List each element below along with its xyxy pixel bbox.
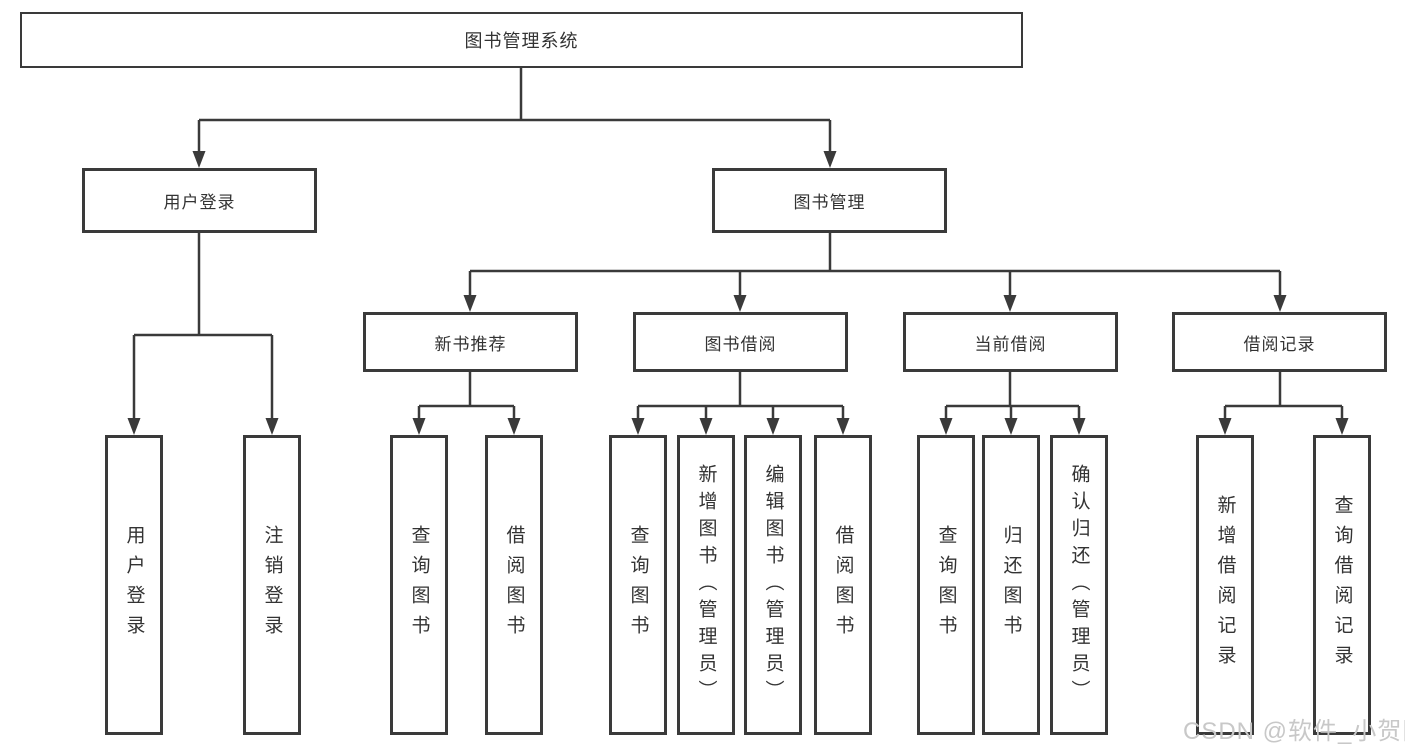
leaf-query-books-label: 查询图书 — [627, 525, 649, 645]
node-leaf-query-books-recommend: 查询图书 — [390, 435, 448, 735]
node-root-label: 图书管理系统 — [464, 31, 579, 51]
node-leaf-borrow-books-borrowing: 借阅图书 — [814, 435, 872, 735]
node-book-management: 图书管理 — [712, 168, 947, 233]
leaf-logout-label: 注销登录 — [261, 525, 283, 645]
node-leaf-query-borrow-record: 查询借阅记录 — [1313, 435, 1371, 735]
node-borrowing-records: 借阅记录 — [1172, 312, 1387, 372]
leaf-edit-books-label: 编辑图书（管理员） — [762, 463, 784, 707]
leaf-query-books-label: 查询图书 — [408, 525, 430, 645]
leaf-borrow-books-label: 借阅图书 — [832, 525, 854, 645]
node-leaf-user-login: 用户登录 — [105, 435, 163, 735]
leaf-return-books-label: 归还图书 — [1000, 525, 1022, 645]
node-leaf-return-books: 归还图书 — [982, 435, 1040, 735]
node-leaf-add-borrow-record: 新增借阅记录 — [1196, 435, 1254, 735]
node-current-borrowing-label: 当前借阅 — [974, 334, 1047, 354]
node-leaf-query-books-current: 查询图书 — [917, 435, 975, 735]
node-new-book-recommend: 新书推荐 — [363, 312, 578, 372]
node-user-login-label: 用户登录 — [163, 193, 236, 212]
node-book-management-label: 图书管理 — [793, 193, 866, 212]
node-leaf-logout: 注销登录 — [243, 435, 301, 735]
leaf-add-borrow-record-label: 新增借阅记录 — [1214, 495, 1236, 675]
leaf-user-login-label: 用户登录 — [123, 525, 145, 645]
node-leaf-add-books-admin: 新增图书（管理员） — [677, 435, 735, 735]
node-book-borrowing-label: 图书借阅 — [704, 334, 777, 354]
node-user-login: 用户登录 — [82, 168, 317, 233]
node-new-book-recommend-label: 新书推荐 — [434, 334, 507, 354]
leaf-query-books-label: 查询图书 — [935, 525, 957, 645]
node-leaf-query-books-borrowing: 查询图书 — [609, 435, 667, 735]
node-borrowing-records-label: 借阅记录 — [1243, 334, 1316, 354]
node-current-borrowing: 当前借阅 — [903, 312, 1118, 372]
node-book-borrowing: 图书借阅 — [633, 312, 848, 372]
node-leaf-confirm-return-admin: 确认归还（管理员） — [1050, 435, 1108, 735]
node-leaf-borrow-books-recommend: 借阅图书 — [485, 435, 543, 735]
csdn-watermark: CSDN @软件_小贺同学 — [1183, 718, 1405, 745]
node-root: 图书管理系统 — [20, 12, 1023, 68]
leaf-confirm-return-label: 确认归还（管理员） — [1068, 463, 1090, 707]
leaf-add-books-label: 新增图书（管理员） — [695, 463, 717, 707]
node-leaf-edit-books-admin: 编辑图书（管理员） — [744, 435, 802, 735]
leaf-borrow-books-label: 借阅图书 — [503, 525, 525, 645]
leaf-query-borrow-record-label: 查询借阅记录 — [1331, 495, 1353, 675]
